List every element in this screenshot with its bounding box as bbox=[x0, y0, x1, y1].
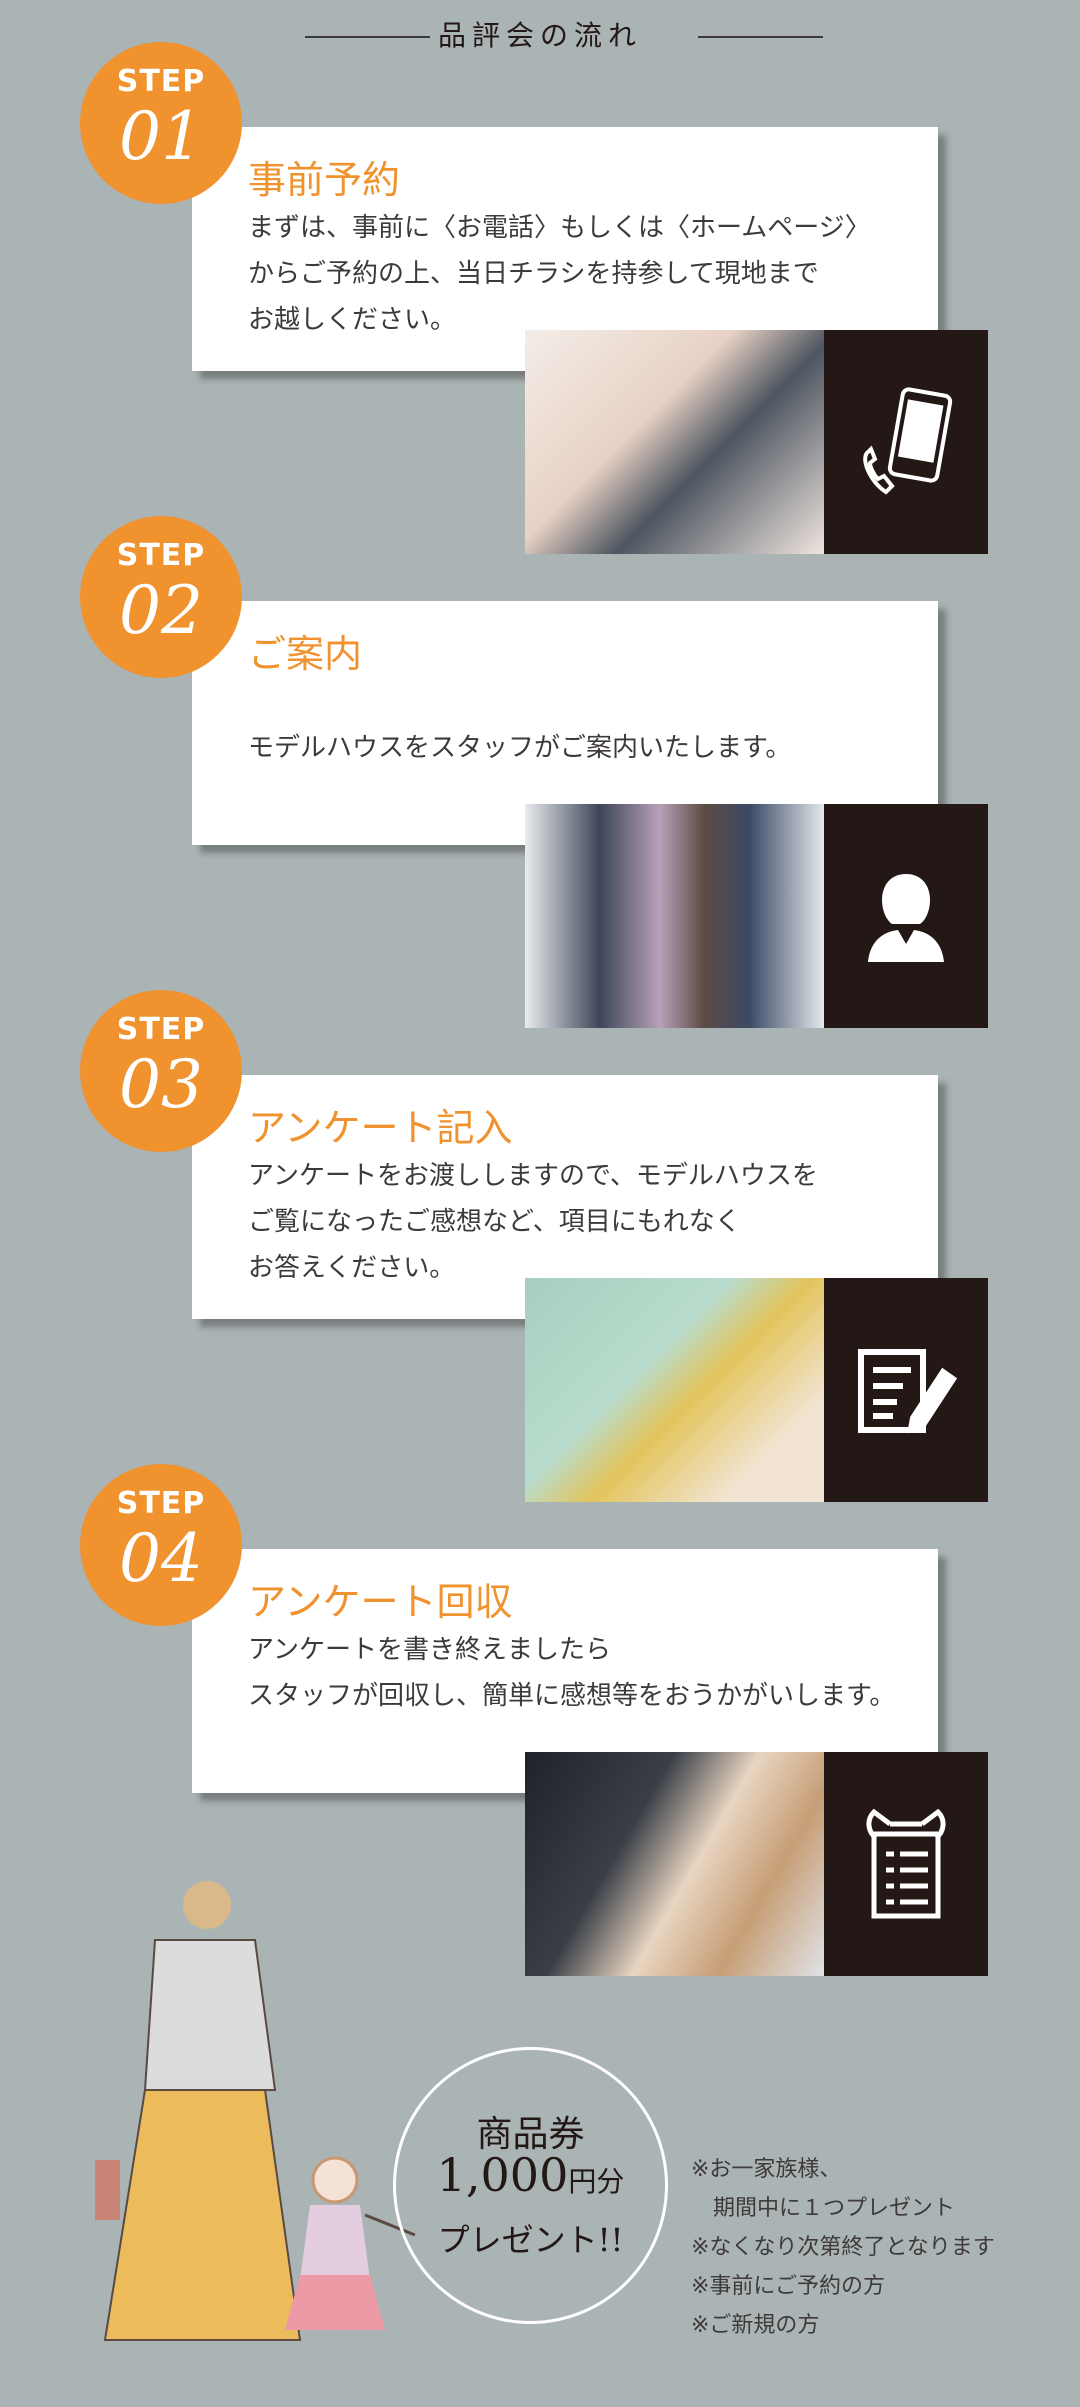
step-label: STEP bbox=[116, 64, 206, 99]
gift-line1: 商品券 bbox=[476, 2114, 585, 2155]
step-number: 04 bbox=[119, 1520, 203, 1597]
title-line-left bbox=[305, 36, 430, 38]
survey-writing-photo bbox=[525, 1278, 824, 1502]
step-label: STEP bbox=[116, 1012, 206, 1047]
phone-photo bbox=[525, 330, 824, 554]
step-1: 事前予約 まずは、事前に〈お電話〉もしくは〈ホームページ〉 からご予約の上、当日… bbox=[0, 42, 1080, 601]
icon-box bbox=[824, 1278, 988, 1502]
mother-child-illustration bbox=[95, 1881, 416, 2341]
step-body: アンケートをお渡ししますので、モデルハウスを ご覧になったご感想など、項目にもれ… bbox=[248, 1161, 818, 1283]
title-line-right bbox=[698, 36, 823, 38]
step-number: 01 bbox=[119, 98, 203, 175]
form-pen-icon bbox=[858, 1349, 958, 1434]
step-body: モデルハウスをスタッフがご案内いたします。 bbox=[248, 733, 792, 763]
step-3: アンケート記入 アンケートをお渡ししますので、モデルハウスを ご覧になったご感想… bbox=[0, 990, 1080, 1549]
note-item: 期間中に１つプレゼント bbox=[691, 2196, 956, 2221]
note-item: ※事前にご予約の方 bbox=[691, 2274, 885, 2299]
notes-list: ※お一家族様、 期間中に１つプレゼント ※なくなり次第終了となります ※事前にご… bbox=[691, 2150, 995, 2345]
step-label: STEP bbox=[116, 538, 206, 573]
step-title: ご案内 bbox=[248, 632, 363, 676]
icon-box bbox=[824, 804, 988, 1028]
staff-guiding-photo bbox=[525, 804, 824, 1028]
note-item: ※お一家族様、 bbox=[691, 2157, 842, 2182]
staff-icon bbox=[868, 874, 944, 962]
step-body: アンケートを書き終えましたら スタッフが回収し、簡単に感想等をおうかがいします。 bbox=[248, 1635, 896, 1711]
meeting-photo bbox=[525, 1752, 824, 1976]
note-item: ※ご新規の方 bbox=[691, 2313, 820, 2338]
icon-box bbox=[824, 1752, 988, 1976]
step-title: アンケート記入 bbox=[248, 1106, 513, 1150]
gift-unit: 円分 bbox=[568, 2165, 625, 2198]
gift-amount-line: 1,000円分 bbox=[396, 2148, 665, 2202]
clipboard-hands-icon bbox=[866, 1808, 946, 1919]
step-number: 02 bbox=[119, 572, 203, 649]
step-number: 03 bbox=[119, 1046, 203, 1123]
step-label: STEP bbox=[116, 1486, 206, 1521]
step-4: アンケート回収 アンケートを書き終えましたら スタッフが回収し、簡単に感想等をお… bbox=[0, 1464, 1080, 2023]
icon-box bbox=[824, 330, 988, 554]
step-title: 事前予約 bbox=[248, 158, 401, 202]
step-body: まずは、事前に〈お電話〉もしくは〈ホームページ〉 からご予約の上、当日チラシを持… bbox=[248, 213, 871, 335]
phone-icon bbox=[863, 387, 953, 495]
gift-line3: プレゼント!! bbox=[437, 2221, 624, 2259]
step-title: アンケート回収 bbox=[248, 1580, 513, 1624]
gift-amount: 1,000 bbox=[436, 2148, 569, 2202]
page-title: 品評会の流れ bbox=[437, 19, 642, 52]
gift-voucher-badge: 商品券 1,000円分 プレゼント!! bbox=[393, 2047, 668, 2324]
note-item: ※なくなり次第終了となります bbox=[691, 2235, 995, 2260]
